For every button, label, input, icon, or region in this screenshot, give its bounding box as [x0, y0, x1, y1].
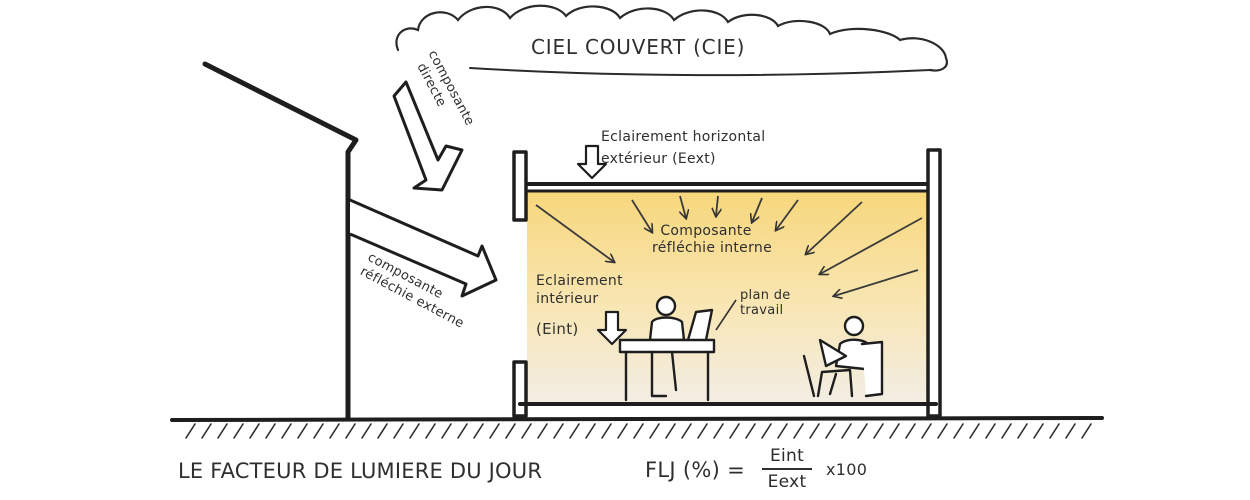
hatch-stroke	[1001, 423, 1012, 439]
hatch-stroke	[409, 423, 420, 439]
hatch-stroke	[1017, 423, 1028, 439]
neighbour-wall	[345, 138, 359, 418]
hatch-stroke	[537, 423, 548, 439]
hatch-stroke	[841, 423, 852, 439]
fraction-bar	[762, 468, 812, 470]
work-plane-line2: travail	[740, 303, 784, 318]
hatch-stroke	[201, 423, 212, 439]
hatch-stroke	[985, 423, 996, 439]
hatch-stroke	[345, 423, 356, 439]
hatch-stroke	[649, 423, 660, 439]
hatch-stroke	[745, 423, 756, 439]
sky-label: CIEL COUVERT (CIE)	[531, 35, 746, 59]
ground-hatching	[185, 423, 1092, 439]
direct-component-arrow	[392, 80, 464, 192]
hatch-stroke	[809, 423, 820, 439]
cloud-outline	[395, 4, 948, 72]
hatch-stroke	[521, 423, 532, 439]
exterior-illuminance-line1: Eclairement horizontal	[601, 129, 766, 145]
hatch-stroke	[1081, 423, 1092, 439]
hatch-stroke	[905, 423, 916, 439]
formula-lhs: FLJ (%) =	[645, 458, 745, 482]
hatch-stroke	[281, 423, 292, 439]
cloud-base	[469, 67, 931, 77]
building-shell	[512, 148, 942, 418]
footer-title: LE FACTEUR DE LUMIERE DU JOUR	[178, 459, 543, 483]
hatch-stroke	[617, 423, 628, 439]
hatch-stroke	[825, 423, 836, 439]
hatch-stroke	[1033, 423, 1044, 439]
person-reading	[802, 315, 884, 398]
hatch-stroke	[969, 423, 980, 439]
ground-line	[170, 416, 1104, 422]
hatch-stroke	[553, 423, 564, 439]
external-reflected-arrow	[349, 198, 498, 298]
hatch-stroke	[793, 423, 804, 439]
interior-illuminance-label: Eclairement intérieur (Eint)	[536, 272, 623, 338]
exterior-illuminance-arrow	[576, 144, 608, 180]
hatch-stroke	[393, 423, 404, 439]
hatch-stroke	[937, 423, 948, 439]
hatch-stroke	[425, 423, 436, 439]
formula-multiplier: x100	[826, 460, 868, 479]
hatch-stroke	[713, 423, 724, 439]
hatch-stroke	[681, 423, 692, 439]
work-plane-label: plan de travail	[740, 288, 791, 318]
hatch-stroke	[569, 423, 580, 439]
hatch-stroke	[505, 423, 516, 439]
neighbour-roof	[202, 61, 359, 143]
formula-numerator: Eint	[769, 446, 805, 466]
hatch-stroke	[249, 423, 260, 439]
internal-reflected-label: Composante réfléchie interne	[640, 223, 772, 257]
person-at-desk	[618, 295, 716, 402]
interior-illuminance-line3: (Eint)	[536, 320, 579, 338]
work-plane-line1: plan de	[740, 288, 791, 303]
work-plane-pointer	[715, 299, 737, 331]
hatch-stroke	[601, 423, 612, 439]
hatch-stroke	[1049, 423, 1060, 439]
hatch-stroke	[953, 423, 964, 439]
hatch-stroke	[889, 423, 900, 439]
hatch-stroke	[297, 423, 308, 439]
hatch-stroke	[329, 423, 340, 439]
hatch-stroke	[489, 423, 500, 439]
hatch-stroke	[217, 423, 228, 439]
hatch-stroke	[665, 423, 676, 439]
formula-fraction: Eint Eext	[762, 446, 812, 492]
hatch-stroke	[313, 423, 324, 439]
interior-illuminance-line1: Eclairement	[536, 273, 623, 289]
hatch-stroke	[729, 423, 740, 439]
interior-illuminance-arrow	[596, 310, 628, 346]
hatch-stroke	[377, 423, 388, 439]
hatch-stroke	[1065, 423, 1076, 439]
hatch-stroke	[873, 423, 884, 439]
hatch-stroke	[265, 423, 276, 439]
hatch-stroke	[761, 423, 772, 439]
hatch-stroke	[697, 423, 708, 439]
hatch-stroke	[441, 423, 452, 439]
hatch-stroke	[185, 423, 196, 439]
hatch-stroke	[457, 423, 468, 439]
hatch-stroke	[473, 423, 484, 439]
internal-reflected-arrows	[535, 195, 923, 296]
internal-reflected-line2: réfléchie interne	[652, 240, 772, 256]
hatch-stroke	[633, 423, 644, 439]
exterior-illuminance-line2: extérieur (Eext)	[601, 151, 716, 167]
hatch-stroke	[361, 423, 372, 439]
hatch-stroke	[857, 423, 868, 439]
hatch-stroke	[233, 423, 244, 439]
hatch-stroke	[585, 423, 596, 439]
hatch-stroke	[777, 423, 788, 439]
exterior-illuminance-label: Eclairement horizontal extérieur (Eext)	[601, 126, 765, 170]
hatch-stroke	[921, 423, 932, 439]
internal-reflected-line1: Composante	[660, 223, 752, 239]
formula-denominator: Eext	[767, 472, 807, 492]
interior-illuminance-line2: intérieur	[536, 291, 599, 307]
